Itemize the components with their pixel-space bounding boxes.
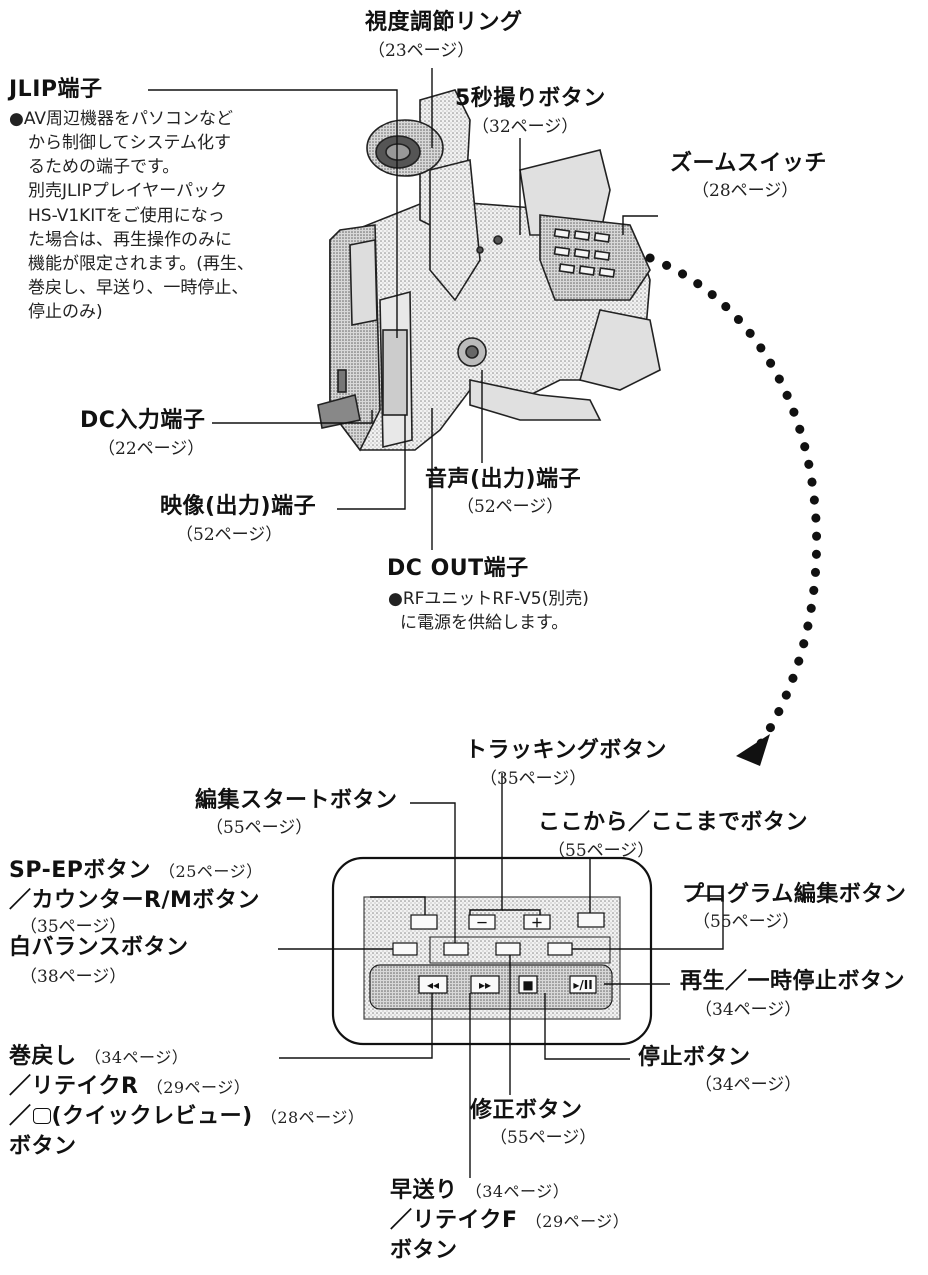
retake-r-label: ／リテイクR — [9, 1074, 139, 1099]
retake-f-page: （29ページ） — [525, 1212, 630, 1231]
correction-button-title: 修正ボタン — [470, 1098, 583, 1123]
tracking-button-page: （35ページ） — [480, 769, 587, 789]
fast-forward-glyph: ▸▸ — [479, 978, 491, 992]
zoom-switch-page: （28ページ） — [692, 181, 799, 201]
tracking-button-title: トラッキングボタン — [465, 738, 667, 763]
counter-rm-button-page: （35ページ） — [20, 917, 127, 937]
ff-button-line1: 早送り （34ページ） — [390, 1178, 569, 1203]
rewind-button-line3: ／ (クイックレビュー) （28ページ） — [9, 1104, 364, 1129]
rewind-button-line2: ／リテイクR （29ページ） — [9, 1074, 250, 1099]
diopter-ring-title: 視度調節リング — [365, 10, 523, 35]
quick-review-label: (クイックレビュー) — [51, 1104, 253, 1129]
leader-lines-upper — [148, 68, 658, 550]
counter-rm-button-title: ／カウンターR/Mボタン — [9, 888, 260, 913]
rewind-glyph: ◂◂ — [427, 978, 439, 992]
dc-out-desc-line: に電源を供給します。 — [400, 613, 569, 634]
quick-review-prefix: ／ — [9, 1104, 32, 1129]
video-out-terminal-title: 映像(出力)端子 — [160, 494, 317, 519]
jlip-desc-line: た場合は、再生操作のみに — [28, 229, 232, 250]
play-pause-glyph: ▸/II — [573, 978, 592, 992]
camcorder-illustration — [317, 89, 661, 452]
play-pause-button-page: （34ページ） — [695, 1000, 802, 1020]
retake-f-label: ／リテイクF — [390, 1208, 518, 1233]
ff-page: （34ページ） — [465, 1182, 570, 1201]
rewind-button-line4: ボタン — [9, 1134, 77, 1159]
dc-input-terminal-title: DC入力端子 — [80, 408, 206, 433]
jlip-terminal-title: JLIP端子 — [9, 77, 103, 102]
play-pause-button-title: 再生／一時停止ボタン — [680, 969, 906, 994]
program-edit-button-title: プログラム編集ボタン — [682, 882, 907, 907]
sp-ep-button-title: SP-EPボタン （25ページ） — [9, 858, 263, 883]
edit-start-button-title: 編集スタートボタン — [195, 788, 398, 813]
program-edit-button-page: （55ページ） — [693, 912, 800, 932]
jlip-desc-line: HS-V1KITをご使用になっ — [28, 205, 225, 226]
control-panel-illustration — [331, 856, 653, 1046]
jlip-desc-line: から制御してシステム化す — [28, 133, 231, 154]
audio-out-terminal-page: （52ページ） — [457, 497, 564, 517]
stop-button-title: 停止ボタン — [638, 1045, 751, 1070]
jlip-desc-line: 停止のみ) — [28, 302, 103, 322]
dc-out-terminal-title: DC OUT端子 — [387, 556, 529, 581]
ff-button-line2: ／リテイクF （29ページ） — [390, 1208, 629, 1233]
rewind-button-line1: 巻戻し （34ページ） — [9, 1044, 188, 1069]
jlip-desc-line: 機能が限定されます。(再生、 — [28, 253, 254, 274]
arc-arrowhead — [736, 734, 770, 766]
jlip-desc-line: るための端子です。 — [28, 157, 180, 178]
ff-label: 早送り — [390, 1178, 458, 1203]
quick-review-page: （28ページ） — [260, 1108, 365, 1127]
edit-start-button-page: （55ページ） — [206, 818, 313, 838]
jlip-terminal-desc: ●AV周辺機器をパソコンなど から制御してシステム化す るための端子です。 別売… — [9, 107, 254, 324]
jlip-desc-line: ●AV周辺機器をパソコンなど — [9, 109, 234, 129]
diopter-ring-page: （23ページ） — [368, 41, 475, 61]
stop-glyph: ■ — [522, 978, 533, 992]
zoom-switch-title: ズームスイッチ — [670, 151, 827, 176]
five-sec-button-page: （32ページ） — [472, 117, 579, 137]
five-sec-button-title: 5秒撮りボタン — [455, 86, 606, 111]
tracking-minus-glyph: － — [476, 916, 488, 930]
leader-lines-lower — [278, 773, 724, 1178]
dotted-arc-arrow — [645, 253, 822, 750]
quick-review-icon — [32, 1108, 51, 1124]
correction-button-page: （55ページ） — [490, 1128, 597, 1148]
white-balance-button-page: （38ページ） — [20, 967, 127, 987]
tracking-plus-glyph: ＋ — [531, 916, 543, 930]
rewind-label: 巻戻し — [9, 1044, 77, 1069]
ff-button-line3: ボタン — [390, 1238, 458, 1263]
here-to-here-button-title: ここから／ここまでボタン — [538, 810, 809, 835]
stop-button-page: （34ページ） — [695, 1075, 802, 1095]
here-to-here-button-page: （55ページ） — [548, 841, 655, 861]
white-balance-button-title: 白バランスボタン — [9, 935, 189, 960]
rewind-page: （34ページ） — [84, 1048, 189, 1067]
sp-ep-button-label: SP-EPボタン — [9, 858, 151, 883]
jlip-desc-line: 別売JLIPプレイヤーパック — [28, 181, 228, 202]
audio-out-terminal-title: 音声(出力)端子 — [425, 467, 582, 492]
jlip-desc-line: 巻戻し、早送り、一時停止、 — [28, 277, 249, 298]
dc-input-terminal-page: （22ページ） — [98, 439, 205, 459]
dc-out-desc-line: ●RFユニットRF-V5(別売) — [388, 589, 589, 609]
video-out-terminal-page: （52ページ） — [176, 525, 283, 545]
retake-r-page: （29ページ） — [146, 1078, 251, 1097]
dc-out-terminal-desc: ●RFユニットRF-V5(別売) に電源を供給します。 — [388, 587, 589, 635]
sp-ep-button-page: （25ページ） — [159, 862, 263, 881]
